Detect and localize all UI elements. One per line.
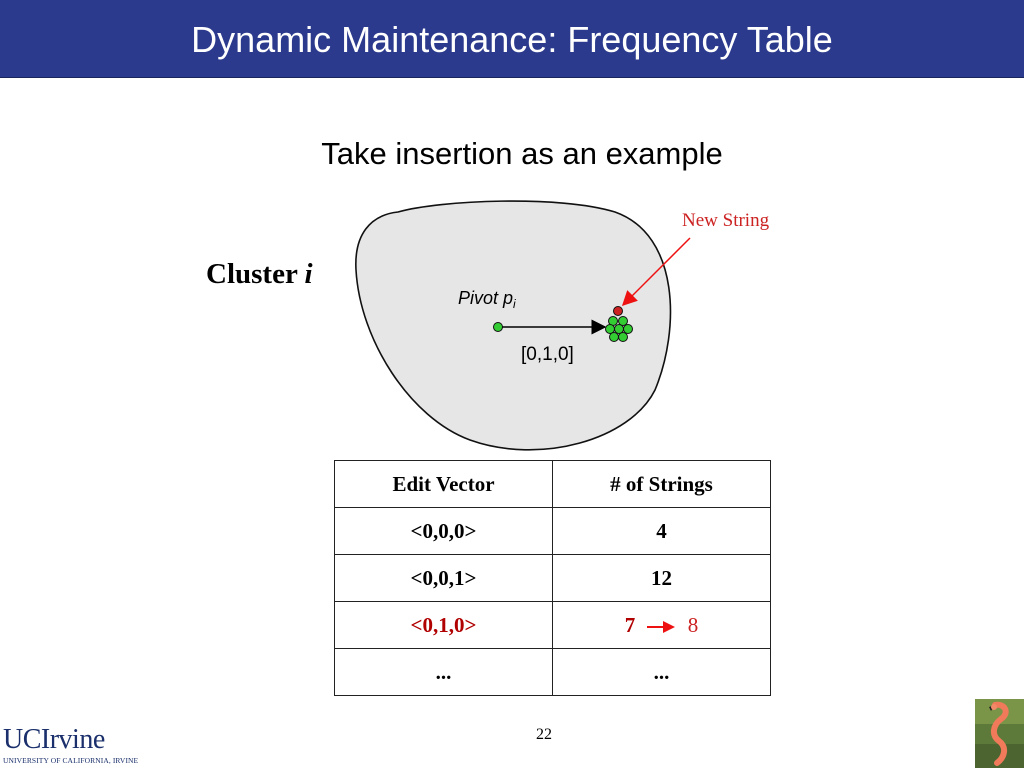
table-row-highlighted: <0,1,0> 7 8 xyxy=(335,602,771,649)
pivot-dot xyxy=(494,323,503,332)
cell-count: 12 xyxy=(553,555,771,602)
update-arrow-icon xyxy=(647,621,677,633)
frequency-table: Edit Vector # of Strings <0,0,0> 4 <0,0,… xyxy=(334,460,771,696)
table-header-row: Edit Vector # of Strings xyxy=(335,461,771,508)
pivot-label-subscript: i xyxy=(513,297,516,311)
table-row: <0,0,1> 12 xyxy=(335,555,771,602)
cell-vector: <0,0,1> xyxy=(335,555,553,602)
new-string-label: New String xyxy=(682,210,770,231)
table-row: ... ... xyxy=(335,649,771,696)
uci-logo: UCIrvine UNIVERSITY OF CALIFORNIA, IRVIN… xyxy=(3,726,138,765)
page-number: 22 xyxy=(0,726,1024,744)
cell-vector-highlighted: <0,1,0> xyxy=(335,602,553,649)
header-edit-vector: Edit Vector xyxy=(335,461,553,508)
cell-count: 4 xyxy=(553,508,771,555)
cell-count-updated: 7 8 xyxy=(553,602,771,649)
edit-vector-label: [0,1,0] xyxy=(521,344,574,365)
pivot-label: Pivot pi xyxy=(458,288,516,311)
old-count: 7 xyxy=(625,613,636,637)
uci-logo-name: UCIrvine xyxy=(3,724,105,755)
header-num-strings: # of Strings xyxy=(553,461,771,508)
string-dot xyxy=(610,333,619,342)
cell-count: ... xyxy=(553,649,771,696)
new-string-dot xyxy=(614,307,623,316)
new-count: 8 xyxy=(688,613,699,637)
string-dot xyxy=(624,325,633,334)
cell-vector: <0,0,0> xyxy=(335,508,553,555)
pivot-label-text: Pivot p xyxy=(458,288,513,308)
table-row: <0,0,0> 4 xyxy=(335,508,771,555)
flamingo-image xyxy=(975,699,1024,768)
cell-vector: ... xyxy=(335,649,553,696)
string-dot xyxy=(619,333,628,342)
uci-logo-subtext: UNIVERSITY OF CALIFORNIA, IRVINE xyxy=(3,756,138,765)
